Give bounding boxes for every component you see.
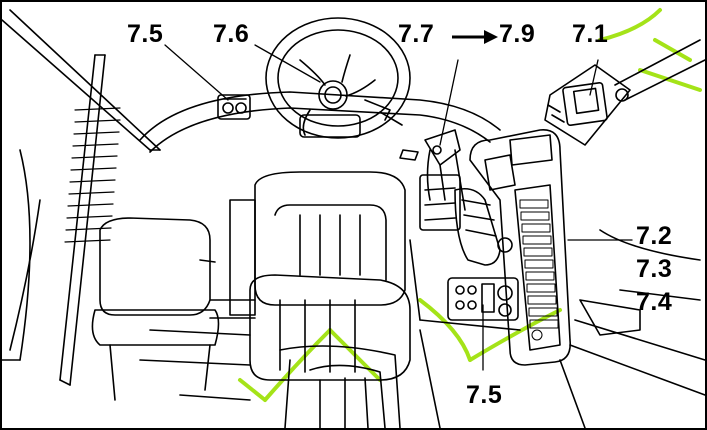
right-console <box>469 129 572 366</box>
leader-lines <box>164 44 633 371</box>
label-7-7: 7.7 <box>398 20 435 48</box>
steering-wheel <box>265 17 411 139</box>
floor-structure <box>139 229 706 429</box>
joystick <box>454 187 513 266</box>
label-7-9: 7.9 <box>499 20 536 48</box>
label-7-4: 7.4 <box>636 288 673 316</box>
passenger-seat <box>91 217 220 401</box>
label-7-6: 7.6 <box>213 20 250 48</box>
armrest-display <box>544 39 706 146</box>
label-7-1: 7.1 <box>572 20 609 48</box>
label-7-2: 7.2 <box>636 222 673 250</box>
label-7-5-bottom: 7.5 <box>466 381 503 409</box>
console-buttons <box>519 199 559 341</box>
lever-cluster <box>399 129 466 231</box>
watermark-strokes <box>238 8 702 402</box>
right-arrow-icon <box>452 30 498 44</box>
driver-seat <box>209 171 411 429</box>
label-7-3: 7.3 <box>636 255 673 283</box>
left-door-frame <box>1 9 161 386</box>
dashboard-arc <box>139 91 501 153</box>
left-vent-slats <box>64 107 121 243</box>
label-7-5-top: 7.5 <box>127 20 164 48</box>
